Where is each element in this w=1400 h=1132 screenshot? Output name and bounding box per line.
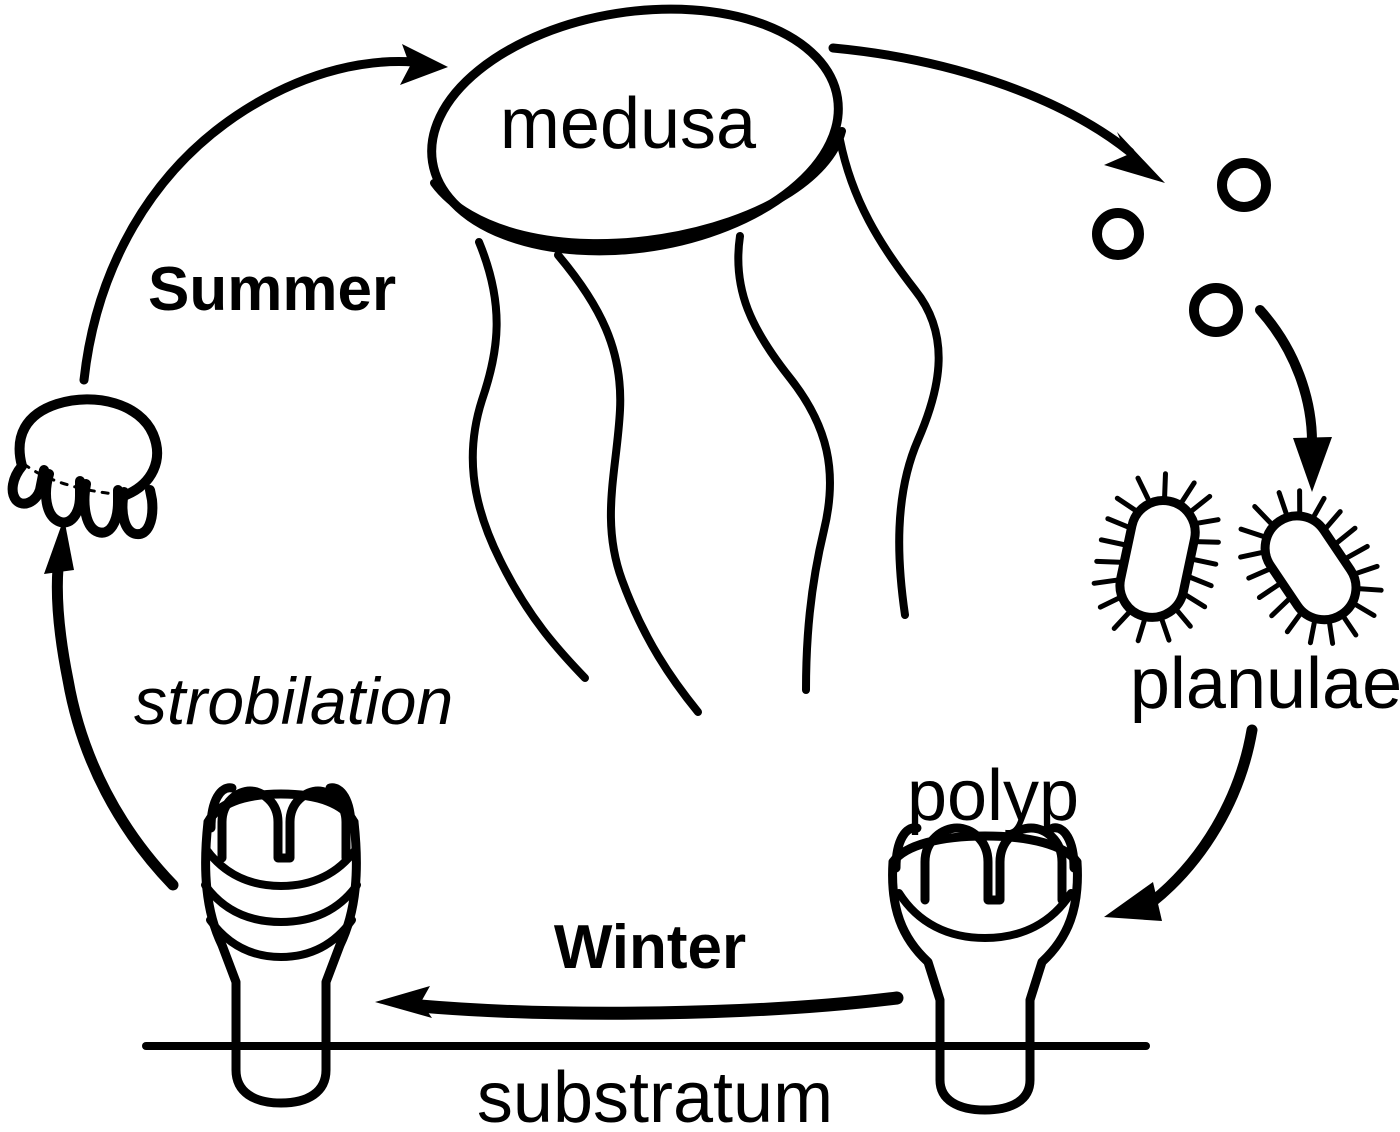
medusa-bell-rim-arc xyxy=(430,127,846,248)
development-transition xyxy=(1255,305,1332,492)
egg-circle-1 xyxy=(1092,208,1144,260)
substratum-label: substratum xyxy=(477,1058,833,1132)
strobilation-label: strobilation xyxy=(134,664,453,738)
summer-transition: Summer xyxy=(79,44,448,385)
strobila-stage: strobilation xyxy=(134,664,453,1108)
medusa-tentacle-3 xyxy=(734,232,834,694)
planula-1-cilia xyxy=(1091,471,1221,644)
winter-arrow-shaft xyxy=(413,991,904,1020)
medusa-tentacle-1 xyxy=(468,238,589,682)
development-arrow-shaft xyxy=(1255,305,1317,447)
settlement-arrow-shaft xyxy=(1146,724,1258,908)
strobila-tentacle-left-outer xyxy=(206,783,237,833)
polyp-tentacle-left-outer xyxy=(891,823,922,873)
ephyra-lobe-4 xyxy=(117,485,158,540)
planula-larva-1 xyxy=(1091,471,1221,644)
summer-arrow-head xyxy=(400,44,448,85)
strobila-segment-ring-2 xyxy=(201,881,361,926)
strobila-segment-ring-1 xyxy=(202,845,360,890)
ephyra-lobe-2 xyxy=(41,469,85,528)
polyp-mouth-disc xyxy=(895,889,1075,942)
medusa-tentacle-2 xyxy=(554,251,702,716)
polyp-label: polyp xyxy=(907,756,1079,836)
polyp-calyx-outline xyxy=(888,857,1082,1115)
strobila-tentacle-crown xyxy=(217,786,351,863)
ephyra-dome-outline xyxy=(14,394,162,500)
strobilation-arrow-head xyxy=(44,518,74,574)
medusa-tentacle-4 xyxy=(836,136,943,619)
spawning-arrow-shaft xyxy=(828,43,1135,157)
planula-2-cilia xyxy=(1238,488,1384,646)
medusa-bell-outline xyxy=(427,4,843,256)
strobila-body-outline xyxy=(201,817,361,1108)
ephyra-lobe-3 xyxy=(79,479,123,538)
polyp-tentacle-crown xyxy=(920,823,1067,905)
spawning-transition xyxy=(828,43,1165,183)
medusa-stage: medusa xyxy=(427,4,943,716)
substratum-group: substratum xyxy=(142,1042,1150,1132)
planula-1-body xyxy=(1115,496,1200,622)
settlement-transition xyxy=(1104,724,1258,921)
polyp-stage: polyp xyxy=(888,756,1082,1115)
egg-circle-2 xyxy=(1217,158,1271,212)
polyp-tentacle-right-outer xyxy=(1048,823,1079,873)
winter-transition: Winter xyxy=(375,913,904,1020)
strobila-segment-ring-3 xyxy=(206,916,356,961)
planulae-stage: planulae xyxy=(1091,471,1400,724)
medusa-label: medusa xyxy=(500,84,757,164)
winter-label: Winter xyxy=(554,913,746,982)
ephyra-lobe-1 xyxy=(7,461,49,509)
ephyra-bell-underside-arc xyxy=(22,462,128,497)
planula-larva-2 xyxy=(1238,488,1384,646)
egg-circle-3 xyxy=(1189,283,1243,337)
planulae-label: planulae xyxy=(1130,644,1400,724)
spawning-arrow-head xyxy=(1104,132,1165,183)
settlement-arrow-head xyxy=(1104,882,1162,921)
summer-arrow-shaft xyxy=(79,57,419,385)
strobilation-arrow-shaft xyxy=(51,562,179,891)
eggs-stage xyxy=(1092,158,1271,337)
ephyra-stage xyxy=(7,394,162,540)
summer-label: Summer xyxy=(148,255,396,324)
winter-arrow-head xyxy=(375,986,432,1018)
development-arrow-head xyxy=(1293,437,1332,492)
strobila-tentacle-right-outer xyxy=(325,783,356,833)
strobilation-transition xyxy=(44,518,179,891)
